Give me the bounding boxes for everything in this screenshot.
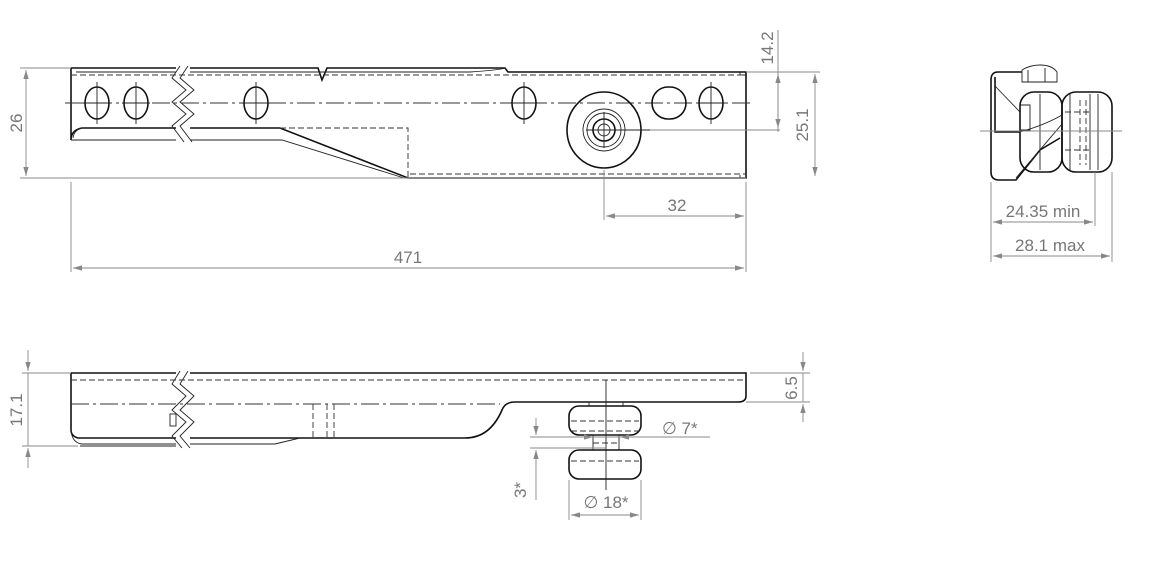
- roller-side: [568, 380, 642, 490]
- dim-thickness-label: 6.5: [782, 376, 801, 400]
- dim-length-label: 471: [394, 248, 422, 267]
- dim-offset-label: 14.2: [758, 31, 777, 64]
- dim-height-label: 26: [7, 114, 26, 133]
- end-view: 24.35 min 28.1 max: [980, 64, 1122, 262]
- dim-min-label: 24.35 min: [1006, 202, 1081, 221]
- dim-roller-diameter-label: ∅ 18*: [583, 493, 628, 512]
- dim-side-height-label: 17.1: [7, 393, 26, 426]
- side-view: 17.1 6.5 ∅ 7* 3* ∅ 18*: [7, 350, 810, 520]
- slot: [651, 86, 687, 120]
- dim-axle-diameter-label: ∅ 7*: [662, 419, 698, 438]
- top-view-outline: [70, 67, 747, 179]
- dim-max-label: 28.1 max: [1015, 236, 1085, 255]
- mounting-holes: [83, 82, 725, 124]
- roller-top: [566, 91, 780, 169]
- hidden-lines: [71, 74, 746, 178]
- top-view-edges: [71, 67, 746, 179]
- dim-roller-offset-label: 32: [668, 196, 687, 215]
- dim-height-right-label: 25.1: [793, 108, 812, 141]
- break-line: [171, 65, 187, 143]
- dim-gap-label: 3*: [511, 482, 530, 498]
- top-view: 26 14.2 25.1 32 471: [7, 30, 820, 272]
